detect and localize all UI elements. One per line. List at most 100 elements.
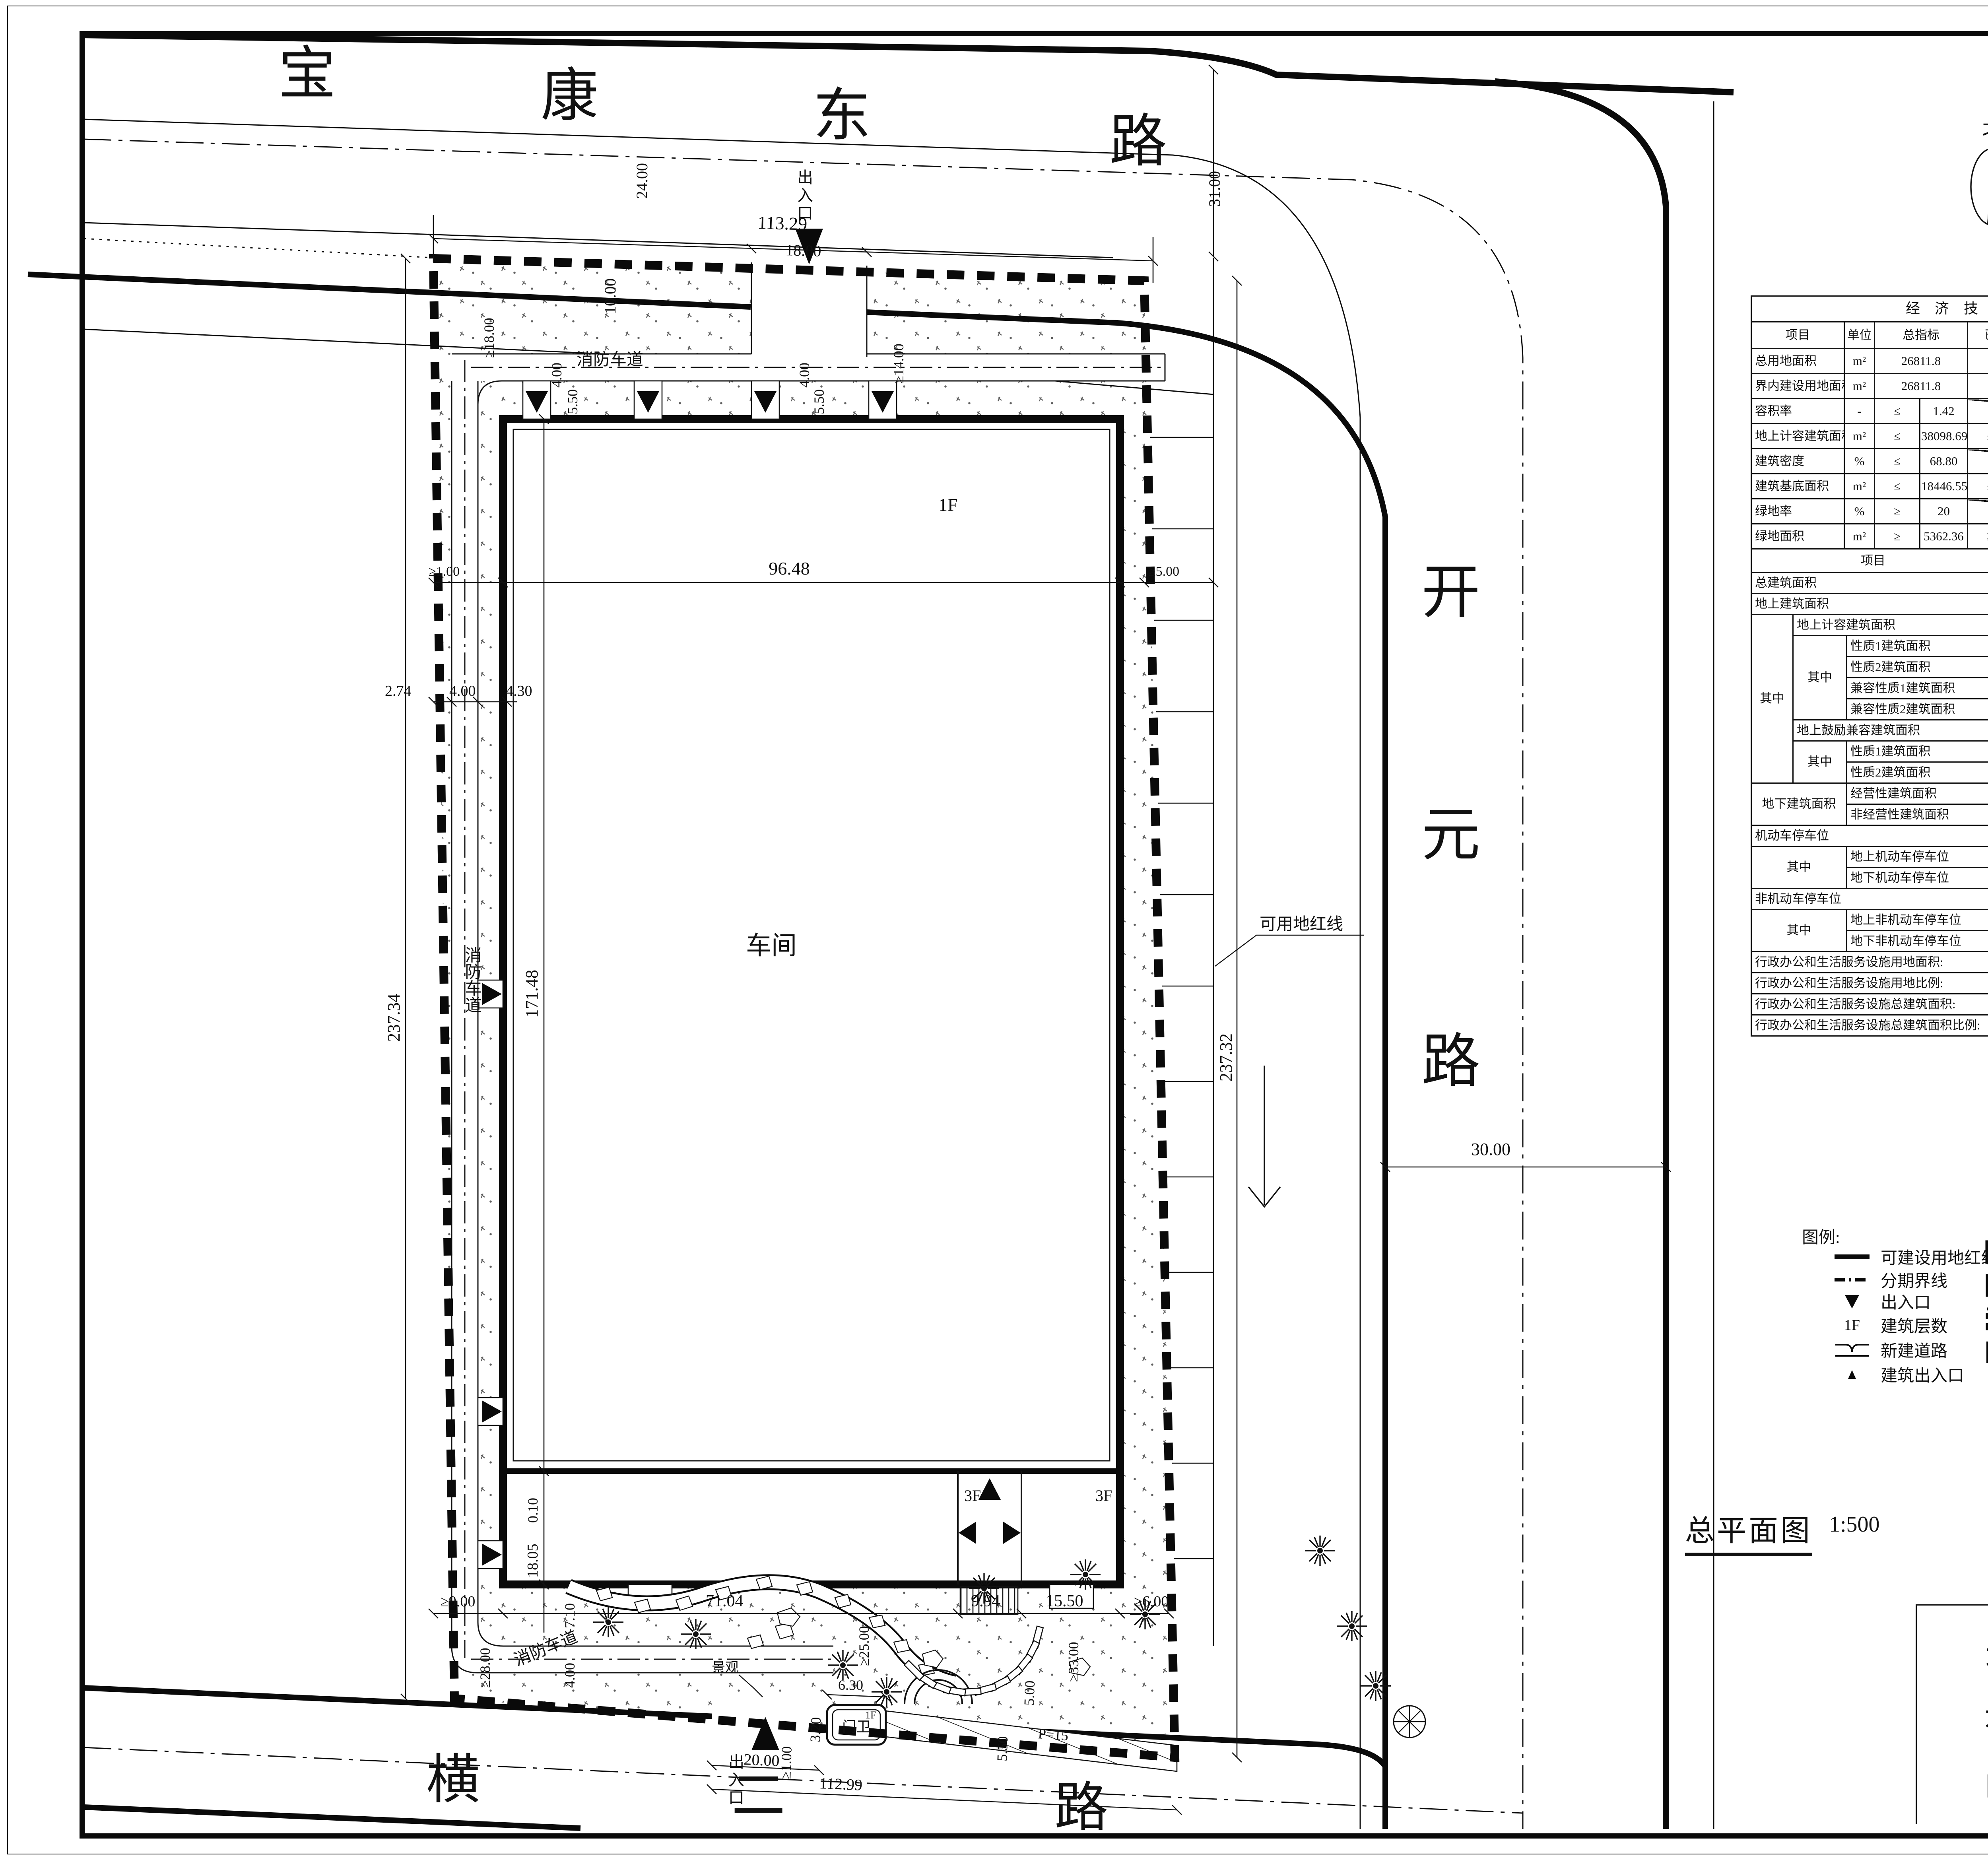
road-name-baokang: 宝 康 东 路 (278, 43, 1167, 174)
table-row: 行政办公和生活服务设施用地面积: - (1751, 951, 1988, 973)
svg-text:宝: 宝 (278, 43, 336, 106)
svg-text:开: 开 (1421, 560, 1480, 625)
site-boundary-red-line (429, 254, 1180, 1762)
rocks (777, 1607, 1091, 1676)
legend-item: 新建道路 (1834, 1338, 1947, 1362)
svg-text:≥9.00: ≥9.00 (441, 1593, 475, 1610)
new-road-icon (1834, 1341, 1870, 1359)
road-name-henger: 横 二 路 (426, 1751, 1108, 1838)
svg-text:20.00: 20.00 (744, 1750, 780, 1770)
table-title: 经 济 技 术 指 标 表 (1750, 295, 1988, 322)
svg-text:元: 元 (1421, 803, 1480, 868)
outer-border (7, 6, 1988, 1854)
svg-text:≥1.00: ≥1.00 (778, 1746, 795, 1779)
building-entrances (477, 380, 1094, 1615)
fire-lane-label-left: 消防车道 (462, 946, 481, 1013)
svg-text:康: 康 (541, 64, 598, 128)
table-row: 性质2建筑面积 m²≤- (1751, 656, 1988, 678)
drawing-title: 总平面图 (1685, 1507, 1812, 1556)
fan-steps (903, 1625, 1044, 1697)
table-row: 行政办公和生活服务设施总建筑面积比例: - (1751, 1014, 1988, 1037)
svg-text:18.00: 18.00 (785, 241, 821, 260)
svg-text:31.00: 31.00 (1206, 171, 1223, 207)
table-row: 行政办公和生活服务设施用地比例: - (1751, 972, 1988, 994)
north-entrance-label: 出 入 口 (797, 169, 813, 222)
table-row: 地下建筑面积 经营性建筑面积 m²≤- (1751, 782, 1988, 826)
dimension-labels: 113.29 18.00 24.00 10.00 31.00 96.48 ≥1.… (384, 163, 1510, 1794)
road-name-kaiyuan: 开 元 路 (1421, 560, 1480, 1095)
legend-item: 出入口 (1834, 1289, 1931, 1313)
floor-3f-label: 3F (1095, 1487, 1112, 1505)
north-arrow: 北 (1970, 117, 1988, 225)
svg-text:入: 入 (797, 186, 813, 204)
svg-text:10.00: 10.00 (601, 278, 619, 314)
table-row: 其中 性质1建筑面积 m²≤38098.69 (1751, 635, 1988, 720)
svg-text:237.34: 237.34 (384, 994, 404, 1042)
svg-text:出: 出 (728, 1753, 744, 1771)
north-drive (751, 260, 867, 356)
svg-text:4.00: 4.00 (449, 683, 476, 699)
stepping-stones (596, 1575, 935, 1676)
svg-text:6.30: 6.30 (838, 1677, 863, 1693)
table-row: 其中 性质1建筑面积 - (1751, 740, 1988, 784)
svg-text:18.05: 18.05 (524, 1544, 541, 1578)
legend-item: 拟建建筑 (1985, 1307, 1988, 1331)
table-row: 地上建筑面积 m²≤21554.30 (1751, 593, 1988, 615)
svg-text:5.50: 5.50 (565, 389, 580, 414)
svg-text:113.29: 113.29 (757, 212, 808, 234)
landscape-label: 景观 (712, 1660, 739, 1675)
workshop-building (499, 415, 1124, 1588)
svg-text:入: 入 (728, 1771, 744, 1789)
east-parking-stalls (1150, 437, 1213, 1559)
traffic-arrow (1248, 1066, 1281, 1208)
table-row: 其中 地上非机动车停车位 辆0 (1751, 909, 1988, 952)
legend-item: 可建设用地红线 (1834, 1245, 1988, 1269)
indicator-table-part2: 项目 单位 本次申报指标 总建筑面积 m²≤21554.30 地上建筑面积 m²… (1751, 548, 1988, 1037)
svg-text:≥14.00: ≥14.00 (891, 344, 907, 384)
svg-text:≥5.00: ≥5.00 (1148, 564, 1179, 579)
building-entrance-icon (1834, 1368, 1870, 1381)
workshop-label: 车间 (746, 932, 797, 960)
floor-1f-label: 1F (938, 495, 958, 515)
svg-text:3.20: 3.20 (807, 1717, 824, 1742)
garden (565, 1535, 1426, 1738)
south-entrance-label: 出 入 口 (728, 1753, 744, 1807)
svg-text:≥28.00: ≥28.00 (477, 1648, 493, 1688)
address: 地址：天津市宝坻区中关村科技城横二路与开元路交口处 (1985, 1692, 1988, 1740)
phase-line-icon (1834, 1276, 1870, 1284)
fire-lane-label-top: 消防车道 (577, 351, 643, 369)
svg-text:路: 路 (1054, 1778, 1108, 1838)
svg-text:二: 二 (732, 1767, 785, 1826)
svg-text:≥1.00: ≥1.00 (429, 564, 460, 579)
col-header: 项目 (1751, 548, 1988, 573)
lawn-icon (1985, 1340, 1988, 1365)
red-line-label: 可用地红线 (1260, 915, 1343, 934)
info-box-border-left (1916, 1604, 1917, 1824)
red-line-icon (1834, 1253, 1870, 1261)
svg-text:5.50: 5.50 (994, 1736, 1011, 1761)
parking-count-label: P=15 (1037, 1726, 1069, 1744)
drawing-frame (80, 31, 1988, 1839)
new-building-icon (1985, 1240, 1988, 1264)
col-header: 总指标 (1874, 321, 1968, 349)
table-row: 绿地率% ≥20 (1751, 498, 1988, 524)
table-row: 行政办公和生活服务设施总建筑面积: - (1751, 993, 1988, 1015)
col-header: 项目 (1751, 321, 1845, 349)
svg-text:24.00: 24.00 (633, 163, 651, 199)
svg-text:≥6.00: ≥6.00 (1134, 1593, 1169, 1610)
existing-building-icon (1985, 1273, 1988, 1298)
postcode: 邮编：301800 (1985, 1759, 1988, 1806)
south-entrance-icon (751, 1717, 779, 1750)
svg-text:7.10: 7.10 (562, 1603, 578, 1628)
entry-arrow-icons (482, 391, 1021, 1566)
diagonal-cell (1967, 498, 1988, 524)
entrance-icon (1834, 1293, 1870, 1310)
dimension-lines (400, 64, 1671, 1815)
diagonal-cell (1967, 448, 1988, 474)
company-name: 天津森焱环保设备制造有限公司 (1985, 1625, 1988, 1673)
